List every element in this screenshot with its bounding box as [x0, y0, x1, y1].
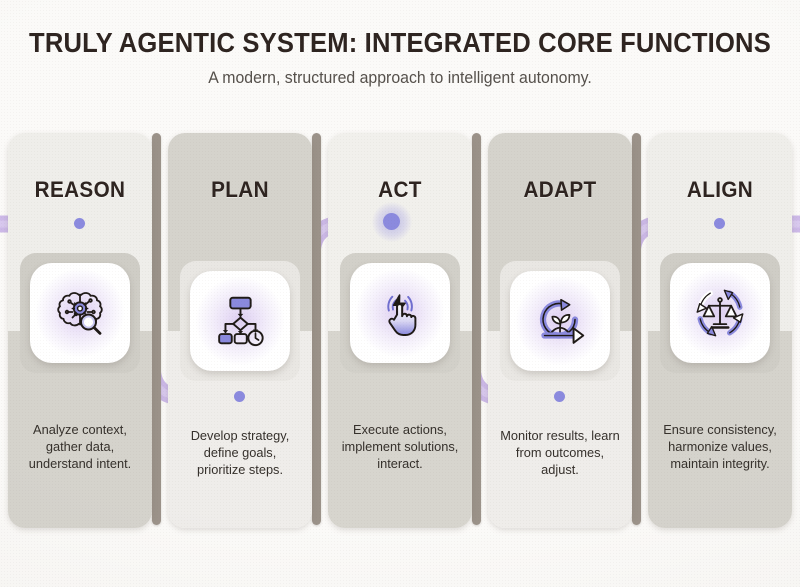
- icon-panel-adapt: [500, 261, 620, 381]
- card-separator: [472, 133, 481, 525]
- step-description-act: Execute actions, implement solutions, in…: [341, 422, 459, 472]
- flow-node-plan[interactable]: [234, 391, 245, 402]
- page-title: TRULY AGENTIC SYSTEM: INTEGRATED CORE FU…: [29, 27, 771, 58]
- flow-node-adapt[interactable]: [554, 391, 565, 402]
- cycle-arrow-plant-icon: [510, 271, 610, 371]
- step-title-reason: REASON: [34, 177, 126, 202]
- step-card-reason[interactable]: REASON: [8, 133, 152, 528]
- flow-node-act[interactable]: [383, 213, 400, 230]
- steps-board: REASON: [0, 125, 800, 535]
- page-subtitle: A modern, structured approach to intelli…: [208, 69, 592, 87]
- step-card-plan[interactable]: PLAN Develop strategy, define goals: [168, 133, 312, 528]
- infographic-header: TRULY AGENTIC SYSTEM: INTEGRATED CORE FU…: [0, 0, 800, 88]
- card-separator: [152, 133, 161, 525]
- step-title-plan: PLAN: [211, 177, 269, 202]
- scales-cycle-icon: [670, 263, 770, 363]
- step-card-adapt[interactable]: ADAPT Monitor results, learn from o: [488, 133, 632, 528]
- step-description-reason: Analyze context, gather data, understand…: [28, 422, 132, 472]
- card-separator: [632, 133, 641, 525]
- step-title-adapt: ADAPT: [523, 177, 597, 202]
- step-description-plan: Develop strategy, define goals, prioriti…: [190, 428, 290, 478]
- flowchart-clock-icon: [190, 271, 290, 371]
- card-separator: [312, 133, 321, 525]
- icon-panel-reason: [20, 253, 140, 373]
- flow-node-reason[interactable]: [74, 218, 85, 229]
- step-description-align: Ensure consistency, harmonize values, ma…: [663, 422, 777, 472]
- step-card-act[interactable]: ACT: [328, 133, 472, 528]
- icon-panel-act: [340, 253, 460, 373]
- step-title-align: ALIGN: [686, 177, 754, 202]
- hand-tap-lightning-icon: [350, 263, 450, 363]
- step-description-adapt: Monitor results, learn from outcomes, ad…: [500, 428, 620, 478]
- flow-node-align[interactable]: [714, 218, 725, 229]
- step-title-act: ACT: [378, 177, 422, 202]
- step-card-align[interactable]: ALIGN: [648, 133, 792, 528]
- icon-panel-plan: [180, 261, 300, 381]
- icon-panel-align: [660, 253, 780, 373]
- brain-gear-magnifier-icon: [30, 263, 130, 363]
